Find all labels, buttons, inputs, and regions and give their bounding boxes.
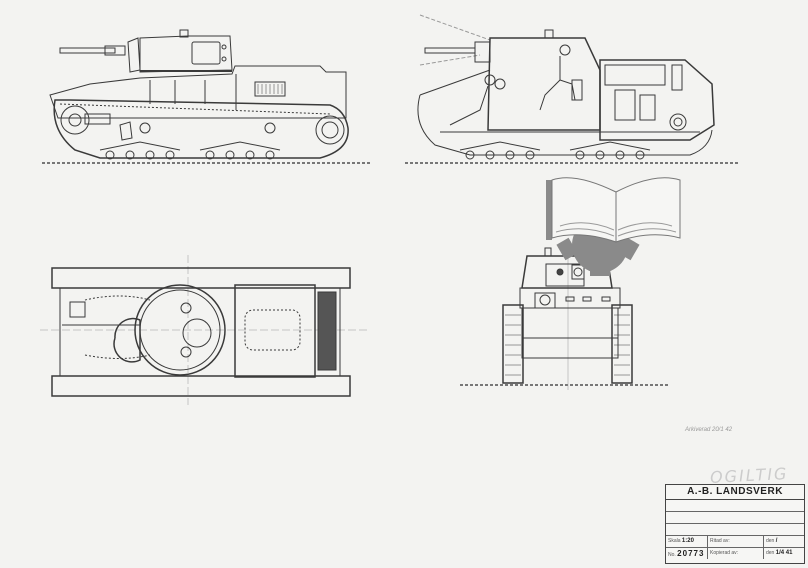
drawn-by-label: Ritad av: [708,536,764,547]
title-row-2 [666,512,804,524]
copied-date-cell: den 1/4 41 [764,548,804,559]
drawing-number: 20773 [677,549,705,558]
scale-row: Skala 1:20 Ritad av: den / [666,536,804,548]
title-block: A.-B. LANDSVERK Skala 1:20 Ritad av: den… [665,484,805,564]
side-cutaway-view [405,14,740,164]
drawing-number-cell: No. 20773 [666,548,708,559]
open-book-gear-logo [546,177,681,276]
number-label: No. [668,552,676,558]
front-elevation-view [460,240,670,390]
archive-annotation: Arkiverad 20/1 42 [685,427,733,433]
copied-by-label: Kopierad av: [708,548,764,559]
company-name: A.-B. LANDSVERK [666,485,804,500]
drawn-date-label: den [766,538,775,544]
scale-cell: Skala 1:20 [666,536,708,547]
drawn-date-cell: den / [764,536,804,547]
drawn-date-value: / [775,538,778,544]
scale-label: Skala [668,538,681,544]
copied-date-value: 1/4 41 [775,550,793,556]
title-row-1 [666,500,804,512]
top-plan-view [40,255,370,405]
copied-date-label: den [766,550,775,556]
number-row: No. 20773 Kopierad av: den 1/4 41 [666,548,804,559]
side-elevation-view [42,29,370,164]
title-row-3 [666,524,804,536]
scale-value: 1:20 [681,538,694,544]
